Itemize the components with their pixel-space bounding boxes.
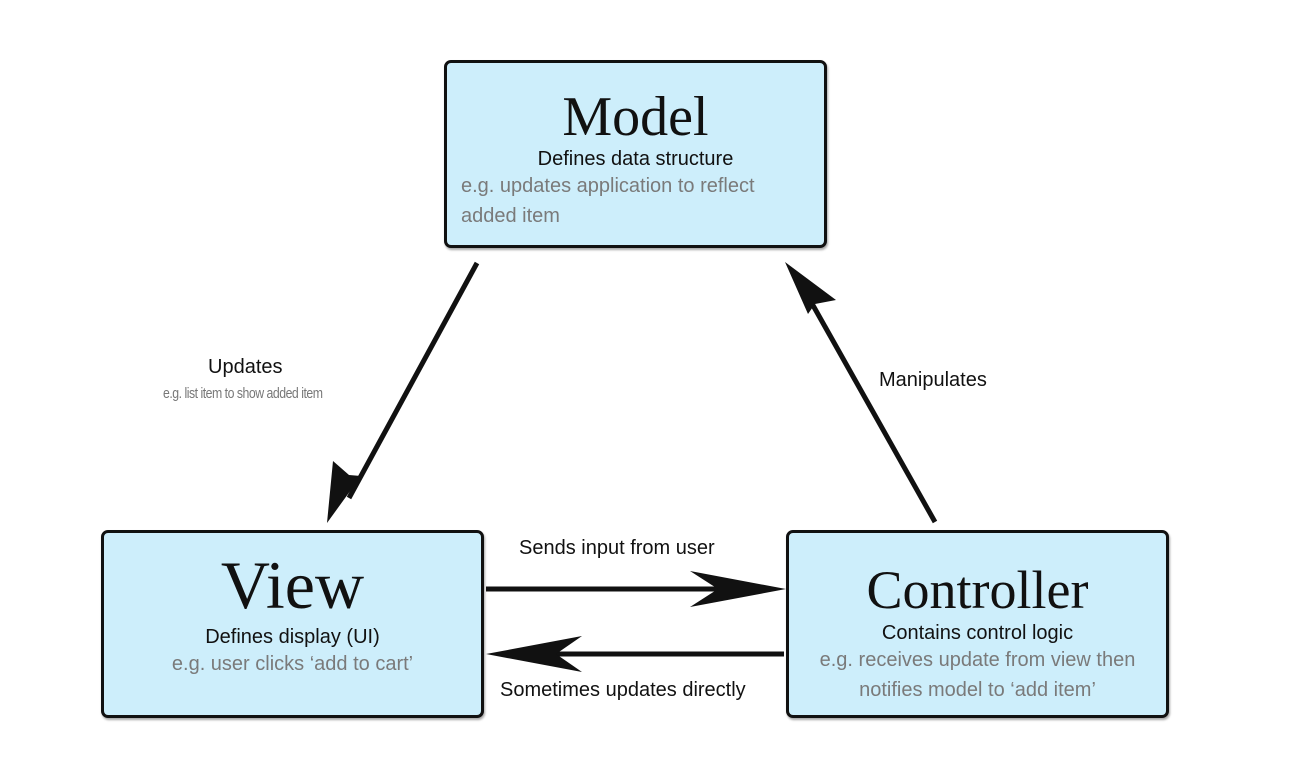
model-subtitle: Defines data structure xyxy=(537,148,734,170)
view-subtitle: Defines display (UI) xyxy=(205,626,380,648)
view-title: View xyxy=(220,547,365,623)
arrow-model-to-view xyxy=(327,261,480,523)
manipulates-edge-label: Manipulates xyxy=(879,369,987,391)
controller-title: Controller xyxy=(866,560,1089,620)
view-node: View Defines display (UI) e.g. user clic… xyxy=(101,530,484,718)
view-example: e.g. user clicks ‘add to cart’ xyxy=(171,653,414,675)
updates-edge-example: e.g. list item to show added item xyxy=(163,385,323,402)
model-node: Model Defines data structure e.g. update… xyxy=(444,60,827,248)
arrow-controller-to-view xyxy=(486,636,784,672)
controller-subtitle: Contains control logic xyxy=(881,622,1074,644)
arrow-controller-to-model xyxy=(785,262,938,524)
controller-node: Controller Contains control logic e.g. r… xyxy=(786,530,1169,718)
model-title: Model xyxy=(562,86,709,148)
sends-input-edge-label: Sends input from user xyxy=(519,537,715,559)
controller-example: e.g. receives update from view then noti… xyxy=(819,649,1136,701)
sometimes-updates-edge-label: Sometimes updates directly xyxy=(500,679,746,701)
updates-edge-label: Updates xyxy=(208,356,283,378)
arrow-view-to-controller xyxy=(486,571,786,607)
model-example: e.g. updates application to reflect adde… xyxy=(461,175,755,227)
